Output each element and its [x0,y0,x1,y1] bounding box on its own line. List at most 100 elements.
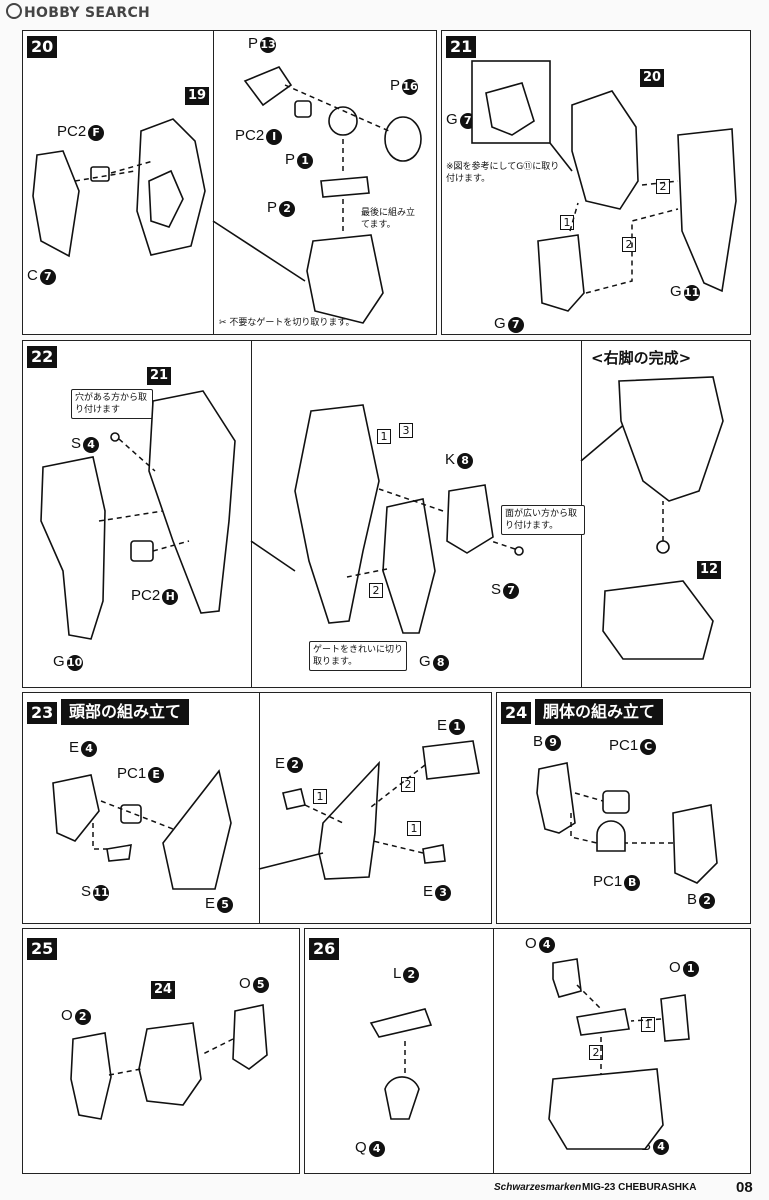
part-pc1b [596,820,626,852]
part-hinge-plate [576,1008,630,1036]
part-pc2h [130,540,154,562]
part-s11 [106,844,132,862]
hobby-search-logo: HOBBY SEARCH [6,3,150,21]
step-25-illustration [70,1004,268,1120]
zoom-line [212,220,306,282]
note-cut-gate-clean: ゲートをきれいに切り取ります。 [309,641,407,671]
arrow-k8 [378,488,444,512]
model-name: MIG-23 CHEBURASHKA [582,1182,697,1193]
part-24-body [138,1022,202,1106]
sequence-1: 1 [560,215,574,230]
step-number: 23 [27,702,58,724]
arrow-s11 [92,823,107,850]
part-20-assembly [571,90,639,210]
ref-step-12: 12 [697,561,722,579]
page-number: 08 [736,1179,753,1196]
step-number: 20 [27,36,58,58]
arrow-pc1c [574,792,604,802]
reference-leader [549,142,573,172]
part-p16 [384,116,422,162]
part-pc2i [294,100,312,118]
logo-ring-icon [6,3,22,19]
part-pc2f [90,166,110,182]
step-number: 24 [501,702,532,724]
part-p2 [320,176,370,198]
part-s7 [514,546,524,556]
zoom-line-1 [250,540,296,572]
ref-step-19: 19 [185,87,210,105]
part-21-assembly [148,390,236,614]
part-b4 [548,1068,664,1150]
step-20-illustration [32,66,422,324]
sequence-2b: 2 [622,237,636,252]
header: HOBBY SEARCH [0,0,769,26]
part-e1 [422,740,480,780]
arrow-e3 [372,840,424,854]
part-o2 [70,1032,112,1120]
part-e3 [422,844,446,864]
scissors-icon: ✂ [219,318,227,328]
step-number: 22 [27,346,58,368]
arrow-pc2f [110,160,154,174]
panel-divider [213,31,214,334]
footer: Schwarzesmarken MIG-23 CHEBURASHKA 08 [0,1179,769,1200]
part-g7-small [485,82,535,136]
sequence-1b: 1 [407,821,421,836]
ref-step-24: 24 [151,981,176,999]
arrow-p16 [284,84,390,132]
sequence-2: 2 [369,583,383,598]
part-b9 [536,762,576,834]
step-23-title: 頭部の組み立て [61,699,190,725]
arrow-g10 [98,510,164,522]
arrow-o1 [630,1018,662,1022]
note-cut-gate: ✂ 不要なゲートを切り取ります。 [219,317,355,329]
step-24-illustration [536,762,718,884]
sequence-2: 2 [401,777,415,792]
panel-divider [493,929,494,1173]
part-o4 [552,958,582,998]
arrow-o5 [200,1038,234,1056]
note-hole-side: 穴がある方から取り付けます [71,389,153,419]
part-leg-assembly [294,404,380,624]
arrow-c7 [74,170,136,182]
part-ball-joint [656,540,670,554]
sequence-1a: 1 [313,789,327,804]
arrow-g7 [569,202,579,232]
arrow-e5 [100,800,174,830]
part-hip-emblem [148,169,184,228]
part-k8 [446,484,494,554]
panel-divider-1 [251,341,252,687]
arrow-o2 [108,1068,142,1076]
arrow-s7 [490,540,516,550]
panel-divider [259,693,260,923]
part-e5 [162,769,232,890]
arrow-g11-a [641,180,679,186]
step-number: 21 [446,36,477,58]
part-g10 [40,456,106,640]
part-s4 [110,432,120,442]
step-number: 26 [309,938,340,960]
part-o5 [232,1004,268,1070]
ref-step-21: 21 [147,367,172,385]
part-o1 [660,994,690,1042]
sequence-1: 1 [377,429,391,444]
part-b2 [672,804,718,884]
arrow-e1 [370,764,426,808]
